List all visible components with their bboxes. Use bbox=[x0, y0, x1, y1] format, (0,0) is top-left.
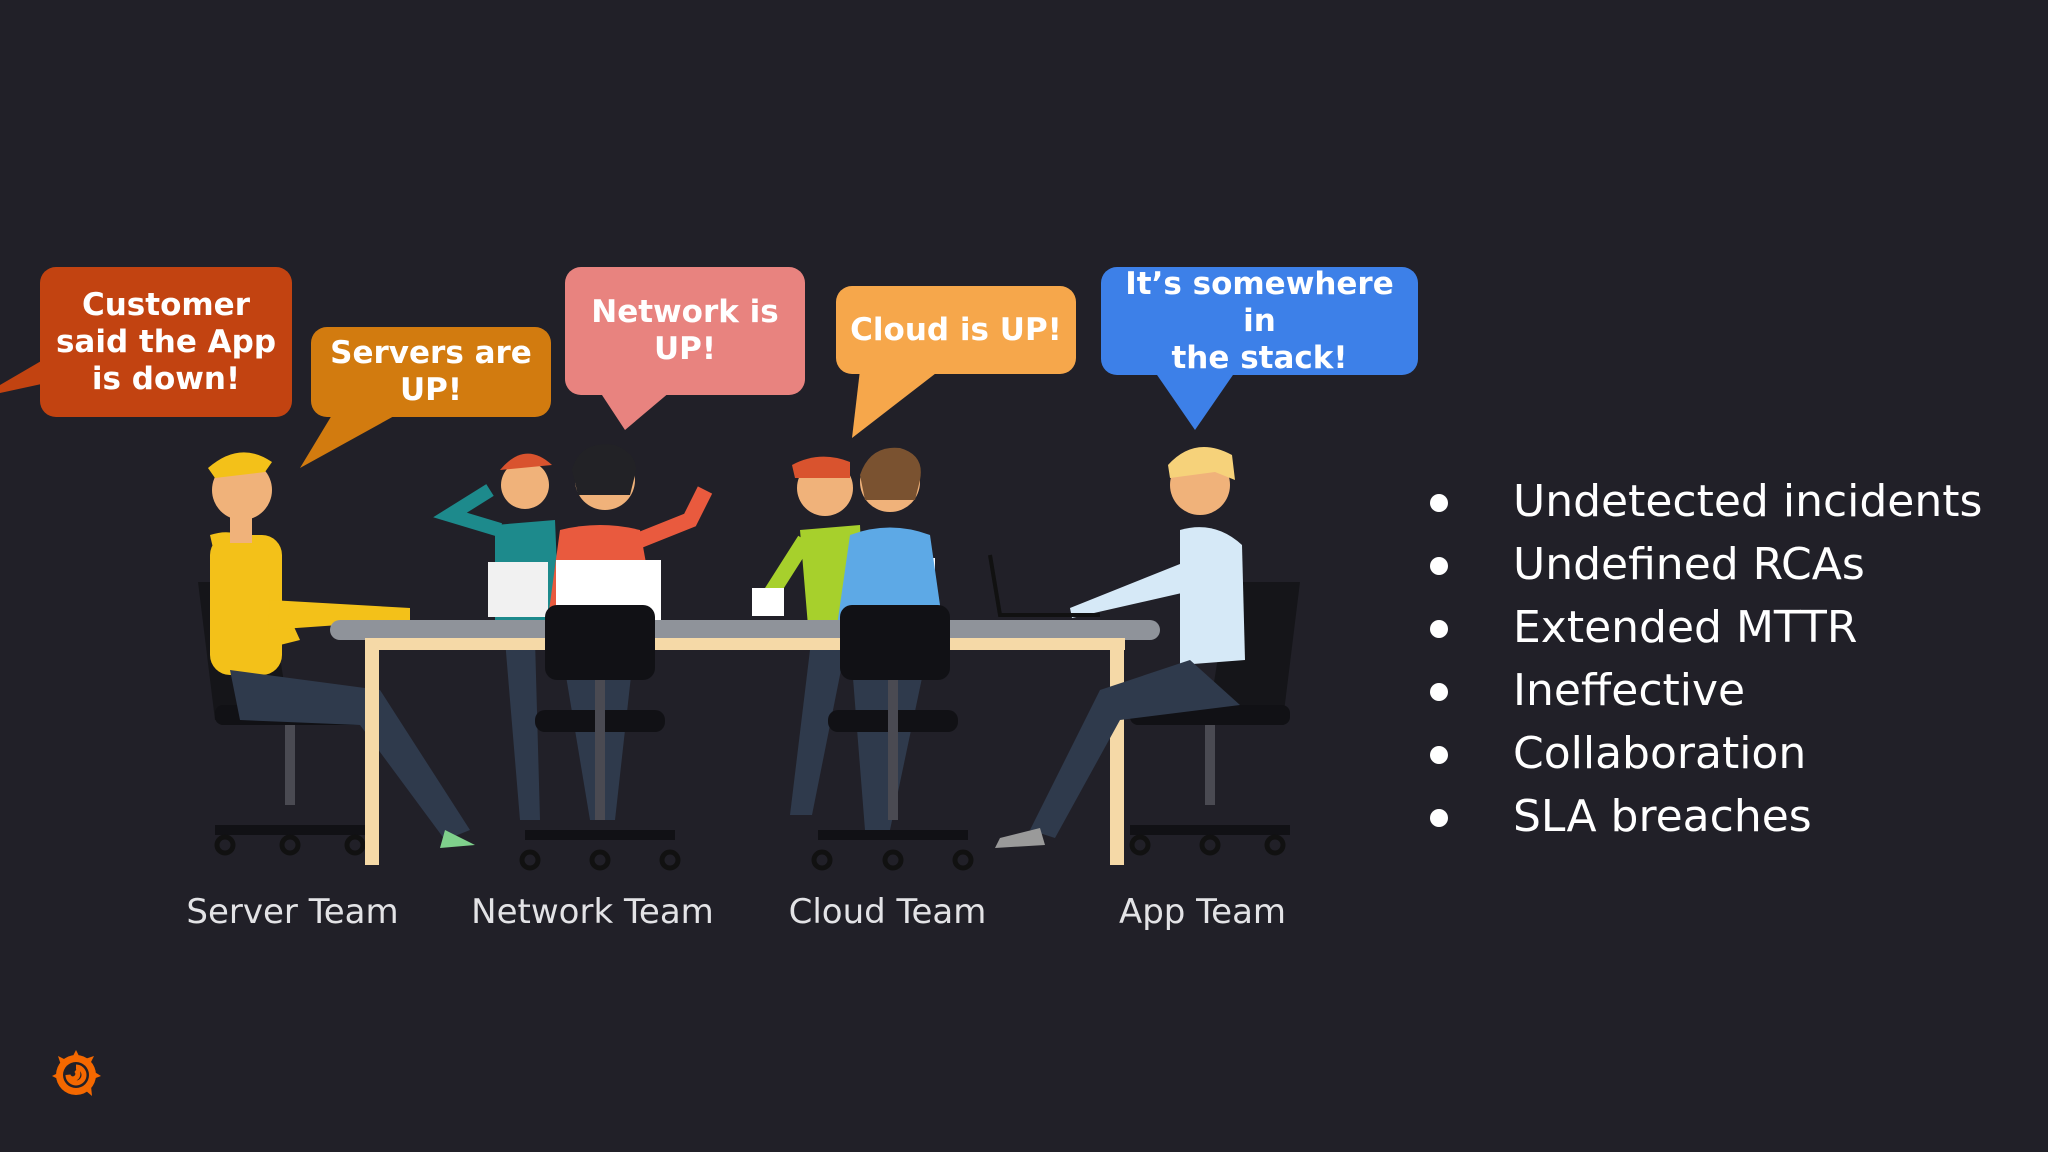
bubble-tail-cloud bbox=[852, 370, 940, 438]
team-label-cloud: Cloud Team bbox=[788, 892, 987, 932]
speech-bubble-cloud: Cloud is UP! bbox=[836, 286, 1076, 374]
chair-front-cloud bbox=[811, 605, 974, 871]
speech-bubble-customer-text: Customer said the App is down! bbox=[55, 286, 277, 397]
bullet-text: Undetected incidents bbox=[1513, 476, 1983, 527]
bullet-dot-icon bbox=[1430, 494, 1448, 512]
bullet-dot-icon bbox=[1430, 809, 1448, 827]
bullet-text: Collaboration bbox=[1513, 728, 1807, 779]
team-label-server: Server Team bbox=[186, 892, 399, 932]
speech-bubble-app-text: It’s somewhere in the stack! bbox=[1125, 265, 1394, 376]
bullet-dot-icon bbox=[1430, 557, 1448, 575]
speech-bubble-app: It’s somewhere in the stack! bbox=[1101, 265, 1418, 376]
bullet-text: Undefined RCAs bbox=[1513, 539, 1865, 590]
chair-front-network bbox=[519, 605, 681, 871]
bullet-dot-icon bbox=[1430, 746, 1448, 764]
speech-bubble-cloud-text: Cloud is UP! bbox=[850, 311, 1062, 348]
speech-bubble-network: Network is UP! bbox=[565, 267, 805, 395]
grafana-logo-icon bbox=[52, 1050, 101, 1096]
bullet-dot-icon bbox=[1430, 620, 1448, 638]
team-label-app: App Team bbox=[1118, 892, 1287, 932]
speech-bubble-servers-text: Servers are UP! bbox=[330, 335, 532, 408]
bubble-tail-servers bbox=[300, 410, 405, 468]
bubble-tail-app bbox=[1155, 372, 1235, 430]
team-label-network: Network Team bbox=[471, 892, 714, 932]
speech-bubble-customer: Customer said the App is down! bbox=[40, 267, 292, 417]
bullet-dot-icon bbox=[1430, 683, 1448, 701]
bullet-text: Extended MTTR bbox=[1513, 602, 1858, 653]
laptop-network bbox=[488, 562, 548, 617]
speech-bubble-network-text: Network is UP! bbox=[591, 294, 779, 367]
bullet-text: SLA breaches bbox=[1513, 791, 1812, 842]
speech-bubble-servers: Servers are UP! bbox=[311, 327, 551, 417]
bullet-text: Ineffective bbox=[1513, 665, 1746, 716]
person-server-team bbox=[208, 452, 475, 848]
bubble-tail-network bbox=[600, 392, 670, 430]
person-app-team bbox=[988, 447, 1245, 848]
